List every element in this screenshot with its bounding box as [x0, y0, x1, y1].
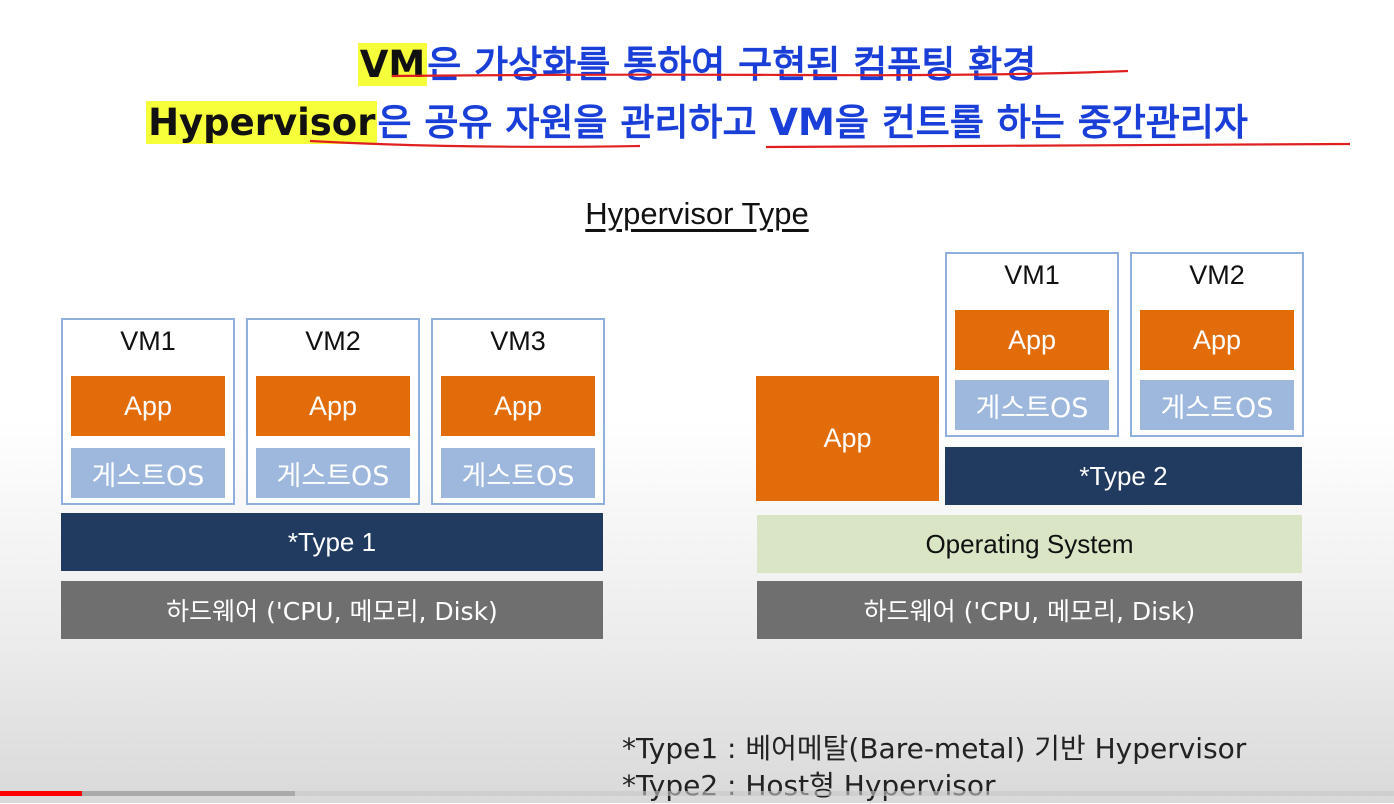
type1-vm2-box: VM2 App 게스트OS	[246, 318, 420, 505]
headline-line-2-text: 은 공유 자원을 관리하고 VM을 컨트롤 하는 중간관리자	[377, 101, 1248, 144]
guest-os-block: 게스트OS	[256, 448, 410, 498]
headline-vm-highlight: VM	[357, 43, 428, 86]
type1-hypervisor-bar: *Type 1	[61, 513, 603, 571]
vm-label: VM2	[305, 326, 361, 356]
footnote-type2: *Type2 : Host형 Hypervisor	[622, 769, 996, 802]
type2-vm2-box: VM2 App 게스트OS	[1130, 252, 1304, 437]
video-progress-buffered	[0, 791, 295, 796]
underline-line-2b	[765, 142, 1351, 149]
headline-line-2: Hypervisor은 공유 자원을 관리하고 VM을 컨트롤 하는 중간관리자	[0, 92, 1394, 146]
app-block: App	[955, 310, 1109, 370]
guest-os-block: 게스트OS	[1140, 380, 1294, 430]
type2-vm1-box: VM1 App 게스트OS	[945, 252, 1119, 437]
headline-line-1: VM은 가상화를 통하여 구현된 컴퓨팅 환경	[0, 34, 1394, 88]
type1-hardware-bar: 하드웨어 ('CPU, 메모리, Disk)	[61, 581, 603, 639]
headline-hypervisor-highlight: Hypervisor	[146, 101, 378, 144]
guest-os-block: 게스트OS	[441, 448, 595, 498]
app-block: App	[256, 376, 410, 436]
video-progress-played	[0, 791, 82, 796]
app-block: App	[71, 376, 225, 436]
guest-os-block: 게스트OS	[71, 448, 225, 498]
headline-line-1-text: 은 가상화를 통하여 구현된 컴퓨팅 환경	[427, 43, 1037, 86]
underline-line-1	[391, 69, 1129, 78]
app-block: App	[441, 376, 595, 436]
vm-label: VM3	[490, 326, 546, 356]
video-progress-bar[interactable]	[0, 791, 1394, 796]
vm-label: VM2	[1189, 260, 1245, 290]
vm-label: VM1	[1004, 260, 1060, 290]
footnote-type1: *Type1 : 베어메탈(Bare-metal) 기반 Hypervisor	[622, 732, 1247, 765]
underline-line-2a	[309, 139, 641, 148]
app-block: App	[1140, 310, 1294, 370]
diagram-subtitle: Hypervisor Type	[585, 196, 809, 231]
type1-vm3-box: VM3 App 게스트OS	[431, 318, 605, 505]
guest-os-block: 게스트OS	[955, 380, 1109, 430]
type2-operating-system-bar: Operating System	[757, 515, 1302, 573]
red-annotation-underlines	[309, 69, 1351, 149]
vm-label: VM1	[120, 326, 176, 356]
type2-host-app-block: App	[756, 376, 939, 501]
type1-vm1-box: VM1 App 게스트OS	[61, 318, 235, 505]
type2-hardware-bar: 하드웨어 ('CPU, 메모리, Disk)	[757, 581, 1302, 639]
type2-hypervisor-bar: *Type 2	[945, 447, 1302, 505]
